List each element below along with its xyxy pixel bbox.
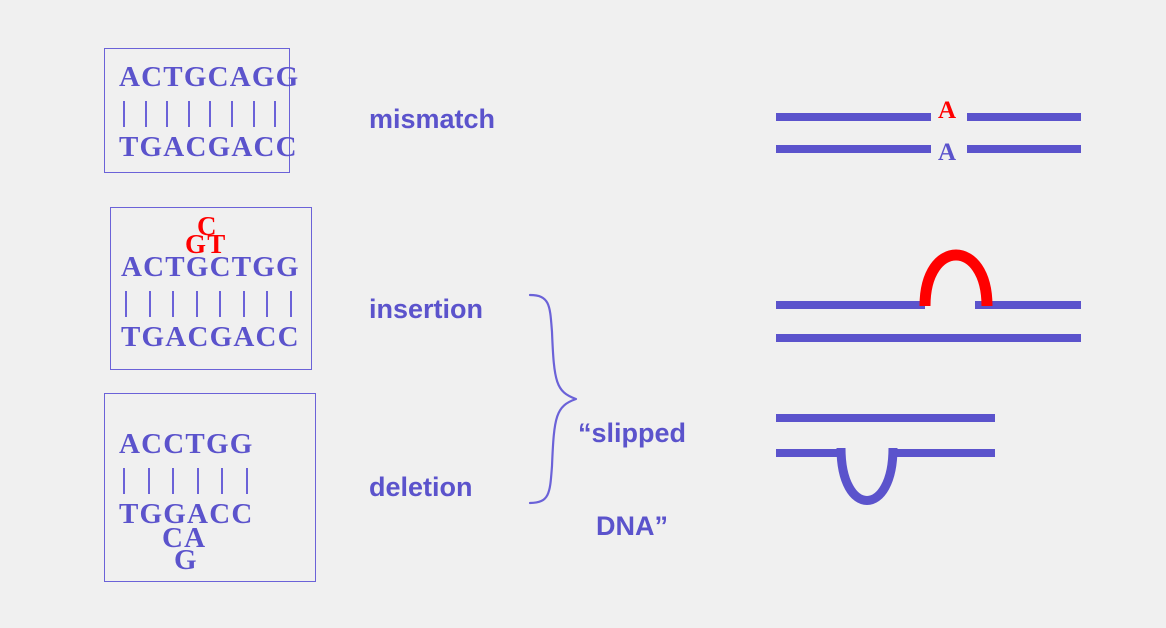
mismatch-top-strand: ACTGCAGG — [119, 63, 299, 92]
basepair-tick — [245, 468, 248, 494]
mismatch-variant-base: A — [229, 61, 252, 93]
label-slipped-dna-line1: “slipped — [578, 418, 687, 449]
mismatch-sequence-box: ACTGCAGG TGACGACC — [104, 48, 298, 173]
insertion-bulge-bases-bottom: GT — [185, 229, 227, 259]
deletion-schematic-bottom-right-strand — [893, 449, 995, 457]
insertion-schematic-bottom-strand — [776, 334, 1081, 342]
basepair-tick — [252, 101, 255, 127]
insertion-top-strand: ACTGCTGG — [121, 251, 300, 283]
mismatch-schematic-top-right-strand — [967, 113, 1081, 121]
basepair-tick — [123, 101, 125, 127]
basepair-tick — [166, 101, 169, 127]
mismatch-schematic-top-left-strand — [776, 113, 931, 121]
basepair-tick — [242, 291, 245, 317]
basepair-tick — [266, 291, 268, 317]
deletion-sequence-box: ACCTGG TGGACC CA G — [104, 393, 316, 582]
label-slipped-dna-line2: DNA” — [596, 511, 668, 542]
basepair-tick — [147, 468, 150, 494]
basepair-tick — [172, 291, 174, 317]
deletion-schematic-top-strand — [776, 414, 995, 422]
basepair-tick — [196, 468, 199, 494]
deletion-bottom-strand: TGGACC — [119, 498, 254, 530]
mismatch-schematic-bottom-right-strand — [967, 145, 1081, 153]
basepair-tick — [148, 291, 151, 317]
insertion-sequence-box: C GT ACTGCTGG TGACGACC — [110, 207, 312, 370]
label-deletion: deletion — [369, 472, 473, 502]
insertion-basepair-ticks — [125, 291, 292, 317]
insertion-bulge-base-top: C — [197, 211, 218, 241]
insertion-schematic-top-left-strand — [776, 301, 925, 309]
basepair-tick — [123, 468, 125, 494]
label-slipped-dna: “slipped DNA” — [578, 356, 686, 604]
deletion-basepair-ticks — [123, 468, 248, 494]
basepair-tick — [289, 291, 292, 317]
mismatch-top-suffix: GG — [251, 61, 300, 93]
label-mismatch: mismatch — [369, 104, 496, 134]
mismatch-basepair-ticks — [123, 101, 277, 127]
deletion-loop-bases-line2: G — [174, 544, 198, 576]
basepair-tick — [219, 291, 221, 317]
insertion-bottom-strand: TGACGACC — [121, 321, 300, 353]
basepair-tick — [125, 291, 127, 317]
basepair-tick — [221, 468, 223, 494]
deletion-loop-bases-line1: CA — [162, 522, 207, 554]
mismatch-schematic-bottom-base: A — [938, 139, 957, 166]
mismatch-top-prefix: ACTGC — [119, 61, 230, 93]
mismatch-schematic-top-base: A — [938, 97, 957, 124]
deletion-schematic-loop — [836, 447, 898, 505]
deletion-top-strand: ACCTGG — [119, 428, 254, 460]
insertion-schematic-top-right-strand — [975, 301, 1081, 309]
insertion-schematic-bulge — [919, 249, 993, 307]
basepair-tick — [144, 101, 147, 127]
basepair-tick — [172, 468, 174, 494]
basepair-tick — [209, 101, 212, 127]
deletion-schematic-bottom-left-strand — [776, 449, 842, 457]
mismatch-schematic-bottom-left-strand — [776, 145, 931, 153]
basepair-tick — [195, 291, 198, 317]
mismatch-bottom-strand: TGACGACC — [119, 131, 298, 163]
basepair-tick — [274, 101, 277, 127]
label-insertion: insertion — [369, 294, 484, 324]
basepair-tick — [187, 101, 190, 127]
slipped-dna-brace — [528, 293, 578, 505]
basepair-tick — [230, 101, 233, 127]
